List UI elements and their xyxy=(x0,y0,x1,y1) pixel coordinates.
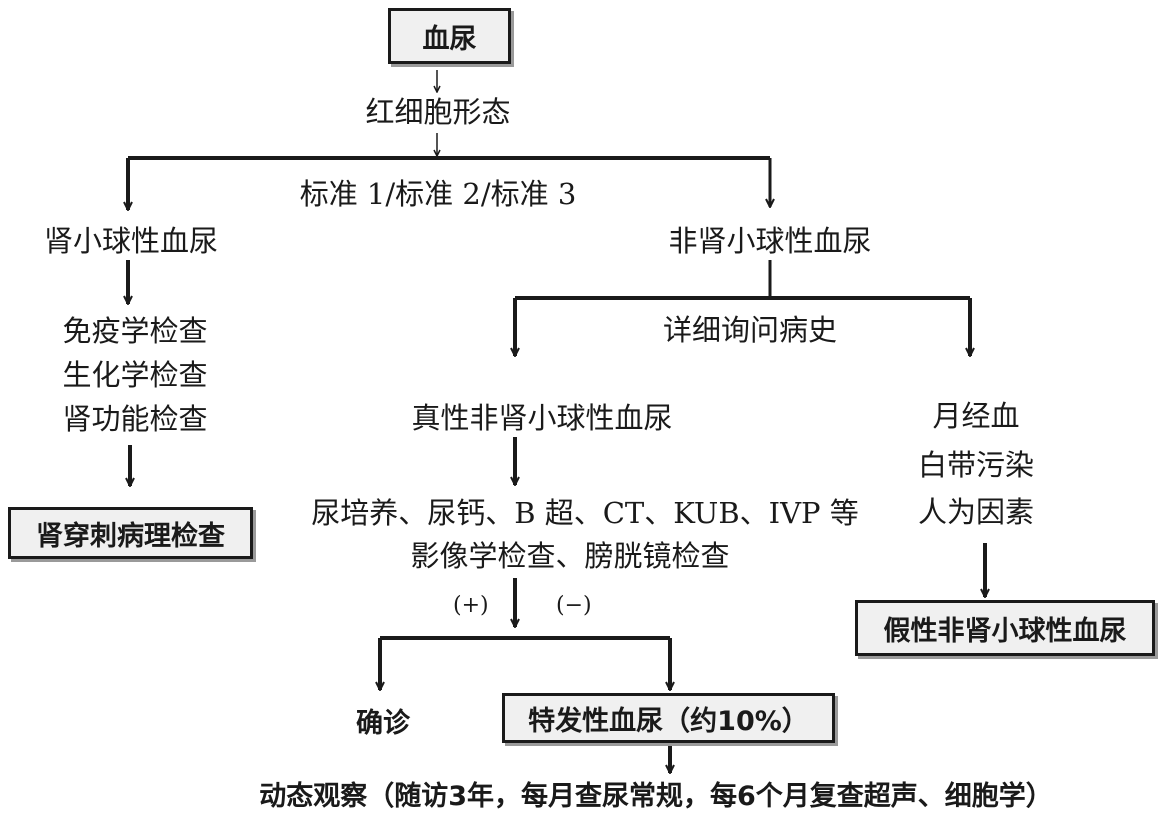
pseudo-non-glomerular-box: 假性非肾小球性血尿 xyxy=(855,600,1155,656)
renal-biopsy-box: 肾穿刺病理检查 xyxy=(8,507,253,559)
detailed-history-label: 详细询问病史 xyxy=(662,313,838,347)
glomerular-test-1: 免疫学检查 xyxy=(62,314,208,348)
rbc-morphology-label: 红细胞形态 xyxy=(365,95,511,129)
glomerular-test-2: 生化学检查 xyxy=(62,358,208,392)
non-glomerular-hematuria-label: 非肾小球性血尿 xyxy=(668,224,872,258)
positive-label: (+) xyxy=(453,593,489,618)
follow-up-label: 动态观察（随访3年，每月查尿常规，每6个月复查超声、细胞学） xyxy=(259,781,1053,812)
true-non-glomerular-label: 真性非肾小球性血尿 xyxy=(411,401,673,435)
diagnosis-label: 确诊 xyxy=(356,708,410,739)
pseudo-cause-3: 人为因素 xyxy=(917,495,1035,529)
pseudo-cause-2: 白带污染 xyxy=(917,448,1035,482)
criteria-label: 标准 1/标准 2/标准 3 xyxy=(299,177,577,211)
glomerular-test-3: 肾功能检查 xyxy=(62,402,208,436)
hematuria-box: 血尿 xyxy=(388,8,511,64)
negative-label: (−) xyxy=(556,593,592,618)
imaging-tests-line-2: 影像学检查、膀胱镜检查 xyxy=(410,539,730,573)
imaging-tests-line-1: 尿培养、尿钙、B 超、CT、KUB、IVP 等 xyxy=(311,496,859,530)
glomerular-hematuria-label: 肾小球性血尿 xyxy=(43,224,219,258)
idiopathic-hematuria-box: 特发性血尿（约10%） xyxy=(502,693,835,743)
pseudo-cause-1: 月经血 xyxy=(932,399,1020,433)
